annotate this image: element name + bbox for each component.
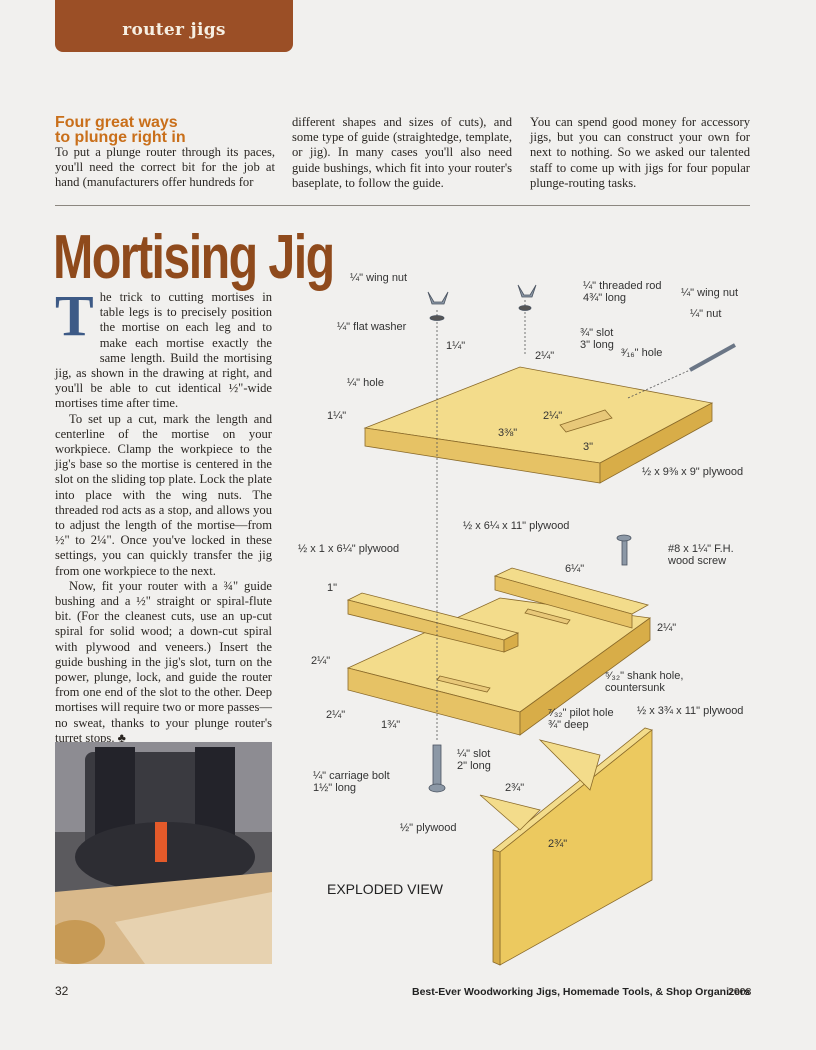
label-dim: 1¾" xyxy=(381,719,401,731)
label-dim: 2¾" xyxy=(505,782,525,794)
label-dim: 6¼" xyxy=(565,563,585,575)
label-dim: 1¼" xyxy=(327,410,347,422)
label-hole-3-16: ³⁄₁₆" hole xyxy=(621,347,663,359)
label-line: ¼" carriage bolt xyxy=(313,770,390,782)
section-tab-label: router jigs xyxy=(122,20,226,40)
label-dim: 2¾" xyxy=(548,838,568,850)
label-line: 1½" long xyxy=(313,782,357,794)
end-mark-icon: ♣ xyxy=(117,730,126,745)
section-tab: router jigs xyxy=(55,0,293,52)
wing-nut-icon xyxy=(427,291,449,305)
label-stop-plywood: ½ x 3¾ x 11" plywood xyxy=(637,705,744,717)
label-shank-hole: ⁵⁄₃₂" shank hole,countersunk xyxy=(605,670,683,694)
section-divider xyxy=(55,205,750,206)
label-dim: 2¼" xyxy=(543,410,563,422)
label-dim: 2¼" xyxy=(657,622,677,634)
intro-column-1: Four great ways to plunge right in To pu… xyxy=(55,115,275,191)
paragraph-3: Now, fit your router with a ¾" guide bus… xyxy=(55,578,272,745)
label-line: ¼" slot xyxy=(457,748,491,760)
label-dim: 1¼" xyxy=(446,340,466,352)
publication-year: 2008 xyxy=(728,986,752,998)
label-dim: 2¼" xyxy=(326,709,346,721)
label-wing-nut-right: ¼" wing nut xyxy=(681,287,739,299)
intro-text-1: To put a plunge router through its paces… xyxy=(55,145,275,190)
carriage-bolt-icon xyxy=(432,744,442,786)
threaded-rod-icon xyxy=(689,343,736,372)
intro-text-3: You can spend good money for accessory j… xyxy=(530,115,750,190)
label-wing-nut-left: ¼" wing nut xyxy=(350,272,408,284)
paragraph-2: To set up a cut, mark the length and cen… xyxy=(55,411,272,578)
label-top-plywood: ½ x 9⅜ x 9" plywood xyxy=(642,466,744,478)
label-wood-screw: #8 x 1¼" F.H.wood screw xyxy=(668,543,734,567)
label-half-plywood: ½" plywood xyxy=(400,822,457,834)
intro-subheading-2: to plunge right in xyxy=(55,129,186,146)
label-line: ¾" deep xyxy=(548,719,589,731)
label-base-plywood: ½ x 6¼ x 11" plywood xyxy=(463,520,570,532)
intro-text-2: different shapes and sizes of cuts), and… xyxy=(292,115,512,190)
label-line: 2" long xyxy=(457,760,491,772)
label-line: 4¾" long xyxy=(583,292,627,304)
gusset xyxy=(538,739,601,791)
label-line: 3" long xyxy=(580,339,614,351)
label-dim: 2¼" xyxy=(535,350,555,362)
label-line: #8 x 1¼" F.H. xyxy=(668,543,734,555)
wood-screw-icon xyxy=(621,539,628,566)
label-dim: 3⅜" xyxy=(498,427,518,439)
page-number: 32 xyxy=(55,984,69,998)
diagram-caption: EXPLODED VIEW xyxy=(327,881,443,897)
label-line: countersunk xyxy=(605,682,665,694)
label-hole: ¼" hole xyxy=(347,377,384,389)
label-fence-plywood: ½ x 1 x 6¼" plywood xyxy=(298,543,400,555)
label-dim: 2¼" xyxy=(311,655,331,667)
label-nut: ¼" nut xyxy=(690,308,722,320)
article-title: Mortising Jig xyxy=(53,223,335,292)
label-line: ¼" threaded rod xyxy=(583,280,662,292)
label-line: wood screw xyxy=(668,555,727,567)
gusset xyxy=(479,794,541,831)
label-dim: 3" xyxy=(583,441,594,453)
label-dim: 1" xyxy=(327,582,338,594)
label-line: ¾" slot xyxy=(580,327,614,339)
paragraph-1: he trick to cutting mortises in table le… xyxy=(55,290,272,411)
label-line: ⁵⁄₃₂" shank hole, xyxy=(605,670,684,682)
drop-cap: T xyxy=(55,283,94,348)
label-line: ⁷⁄₃₂" pilot hole xyxy=(548,707,614,719)
publication-title: Best-Ever Woodworking Jigs, Homemade Too… xyxy=(412,986,751,998)
intro-subheading-1: Four great ways xyxy=(55,114,178,131)
wing-nut-icon xyxy=(517,284,537,298)
label-flat-washer: ¼" flat washer xyxy=(337,321,407,333)
router-photo xyxy=(55,742,272,964)
